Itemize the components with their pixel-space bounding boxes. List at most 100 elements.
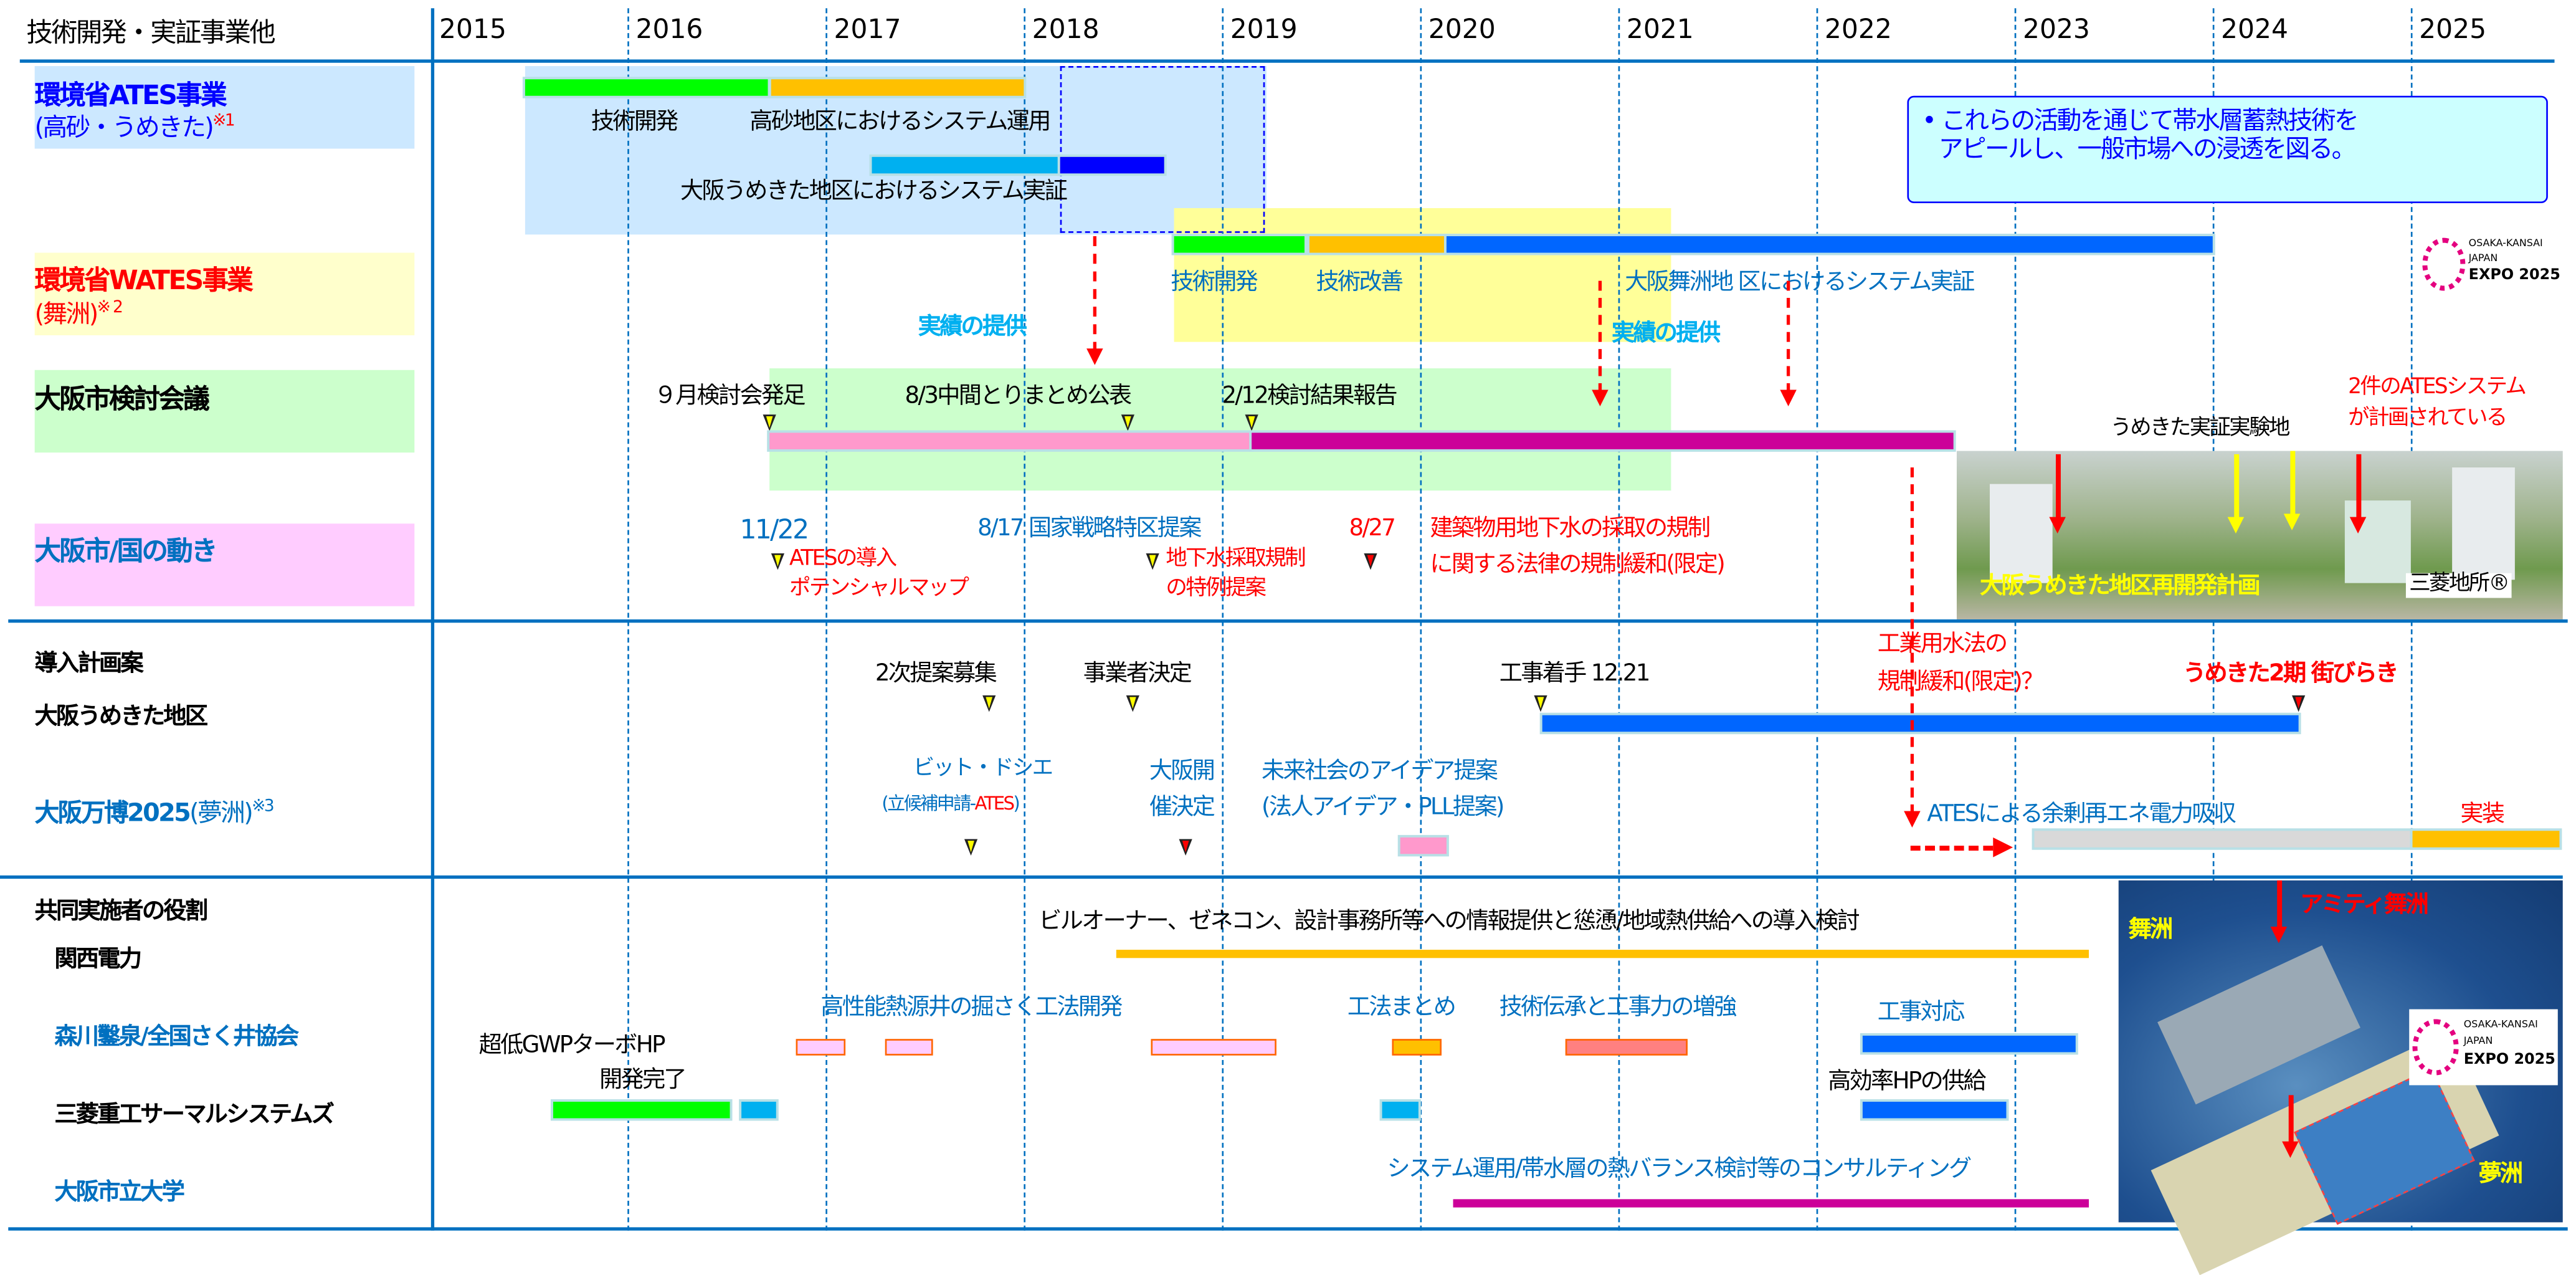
expo-marker-bid — [964, 839, 978, 856]
umekita-construction-bar — [1542, 715, 2299, 732]
wates-note: ※ 2 — [97, 298, 123, 317]
ocu-task-line — [1453, 1199, 2089, 1208]
feedback-arrow-1 — [1086, 236, 1103, 365]
kansai-task-text: ビルオーナー、ゼネコン、設計事務所等への情報提供と慫慂/地域熱供給への導入検討 — [1038, 908, 1860, 935]
maishima-label: 舞洲 — [2128, 917, 2174, 943]
expo-idea-bar — [1400, 837, 1447, 854]
feedback-text-2: 実績の提供 — [1611, 320, 1721, 347]
expo-impl-text: 実装 — [2460, 801, 2505, 828]
morikawa-bar-4 — [1392, 1039, 1442, 1056]
council-magenta-bar — [1252, 432, 1954, 449]
expo-host-text-1: 大阪開 — [1149, 758, 1215, 785]
morikawa-task-3: 技術伝承と工事力の増強 — [1499, 994, 1737, 1021]
expo-logo-line2: JAPAN — [2468, 252, 2498, 265]
wates-label-bg — [34, 252, 415, 336]
national-d2: 8/17 国家戦略特区提案 — [977, 515, 1202, 542]
roadmap-chart: 技術開発・実証事業他 2015 2016 2017 2018 2019 2020… — [0, 8, 2568, 1275]
expo-logo-bottom: OSAKA-KANSAI JAPAN EXPO 2025 — [2409, 1009, 2558, 1086]
section-divider-2 — [0, 875, 2563, 879]
mhi-cyan-bar-1 — [741, 1101, 776, 1119]
year-2023: 2023 — [2022, 13, 2090, 45]
national-t2a: 地下水採取規制 — [1166, 547, 1306, 572]
yumeshima-label: 夢洲 — [2478, 1161, 2524, 1188]
umekita-yellow-arrow-1 — [2227, 454, 2245, 534]
plan-law-text-2: 規制緩和(限定)？ — [1877, 669, 2045, 695]
council-m3-text: 2/12検討結果報告 — [1222, 383, 1397, 410]
bottom-border — [8, 1227, 2568, 1231]
header-divider — [19, 59, 2555, 63]
expo-note: ※3 — [252, 798, 274, 816]
ates-sublabel: (高砂・うめきた)※1 — [34, 112, 235, 142]
council-pink-bar — [769, 432, 1252, 449]
kansai-task-line — [1116, 950, 2089, 958]
morikawa-bar-5 — [1565, 1039, 1688, 1056]
expo-marker-host — [1179, 839, 1192, 856]
mhi-turbo-bar — [553, 1101, 730, 1119]
year-2017: 2017 — [834, 13, 901, 45]
expo-logo-bottom-line1: OSAKA-KANSAI — [2463, 1019, 2538, 1031]
ates-umekita-bar-1 — [872, 156, 1060, 174]
expo-bid-text-2: (立候補申請-ATES) — [882, 793, 1020, 816]
national-t1b: ポテンシャルマップ — [789, 576, 969, 601]
year-2018: 2018 — [1032, 13, 1100, 45]
ates-sublabel-text: (高砂・うめきた) — [34, 112, 214, 142]
national-t2b: の特例提案 — [1166, 576, 1267, 601]
plan-m1-text: 2次提案募集 — [875, 661, 997, 687]
expo-dashed-arrow — [1910, 846, 1994, 851]
ates-label-bg — [34, 66, 415, 149]
wates-maishima-text: 大阪舞洲地 区におけるシステム実証 — [1625, 269, 1975, 296]
expo-absorb-bar — [2034, 831, 2411, 848]
building-left — [1989, 484, 2053, 583]
national-t1a: ATESの導入 — [789, 547, 897, 572]
ates-umekita-bar-2 — [1060, 156, 1164, 174]
ates-umekita-text: 大阪うめきた地区におけるシステム実証 — [680, 178, 1068, 205]
expo-absorb-text: ATESによる余剰再エネ電力吸収 — [1927, 801, 2236, 828]
roles-label: 共同実施者の役割 — [34, 898, 208, 925]
national-marker-1 — [771, 553, 785, 570]
umekita-red-arrow-1 — [2049, 454, 2066, 534]
year-2021: 2021 — [1626, 13, 1694, 45]
umekita-red-arrow-2 — [2349, 454, 2367, 534]
header-title: 技術開発・実証事業他 — [26, 16, 275, 48]
council-m1-text: ９月検討会発足 — [654, 383, 806, 410]
feedback-text-1: 実績の提供 — [918, 313, 1027, 341]
council-label: 大阪市検討会議 — [34, 383, 210, 415]
expo-label-text: 大阪万博2025 — [34, 798, 191, 828]
scroll-note-line1-text: これらの活動を通じて帯水層蓄熱技術を — [1941, 105, 2359, 136]
building-mid — [2344, 500, 2411, 583]
council-marker-2 — [1121, 414, 1134, 431]
national-marker-2 — [1146, 553, 1159, 570]
national-d3: 8/27 — [1349, 515, 1396, 542]
expo-bid-2b: ATES — [974, 793, 1015, 814]
ates-note: ※1 — [212, 112, 235, 131]
scroll-note-line1: • これらの活動を通じて帯水層蓄熱技術を — [1922, 105, 2359, 136]
feedback-arrow-3 — [1780, 280, 1797, 407]
mhi-supply-bar — [1862, 1101, 2007, 1119]
amity-label: アミティ舞洲 — [2300, 892, 2428, 919]
wates-label: 環境省WATES事業 — [34, 264, 254, 296]
year-2024: 2024 — [2221, 13, 2288, 45]
yumeshima-aerial-photo: 舞洲 アミティ舞洲 夢洲 OSAKA-KANSAI JAPAN EXPO 202… — [2118, 880, 2563, 1275]
mhi-task-2: 高効率HPの供給 — [1828, 1068, 1986, 1096]
wates-improve-bar — [1309, 236, 1445, 253]
national-t3a: 建築物用地下水の採取の規制 — [1430, 515, 1711, 542]
two-systems-text-1: 2件のATESシステム — [2348, 375, 2527, 400]
plan-marker-3 — [1534, 695, 1547, 712]
expo-impl-bar — [2412, 831, 2560, 848]
morikawa-task-1: 高性能熱源井の掘さく工法開発 — [820, 994, 1123, 1021]
umekita-photo-caption: 大阪うめきた地区再開発計画 — [1980, 573, 2261, 600]
mhi-task-1b: 開発完了 — [599, 1067, 687, 1094]
plan-marker-1 — [982, 695, 996, 712]
year-2022: 2022 — [1824, 13, 1892, 45]
expo-logo-bottom-line2: JAPAN — [2463, 1035, 2493, 1048]
national-t3b: に関する法律の規制緩和(限定) — [1430, 552, 1725, 578]
year-2015: 2015 — [439, 13, 506, 45]
morikawa-label: 森川鑿泉/全国さく井協会 — [54, 1024, 299, 1051]
expo-logo-top: OSAKA-KANSAI JAPAN EXPO 2025 — [2419, 231, 2565, 298]
expo-logo-line1: OSAKA-KANSAI — [2468, 237, 2543, 250]
plan-law-text-1: 工業用水法の — [1877, 631, 2008, 657]
umekita-yellow-arrow-2 — [2283, 451, 2301, 530]
ates-tech-dev-text: 技術開発 — [591, 108, 678, 136]
umekita-demo-dashed-box — [1060, 66, 1265, 233]
umekita-test-site-text: うめきた実証実験地 — [2110, 416, 2290, 441]
